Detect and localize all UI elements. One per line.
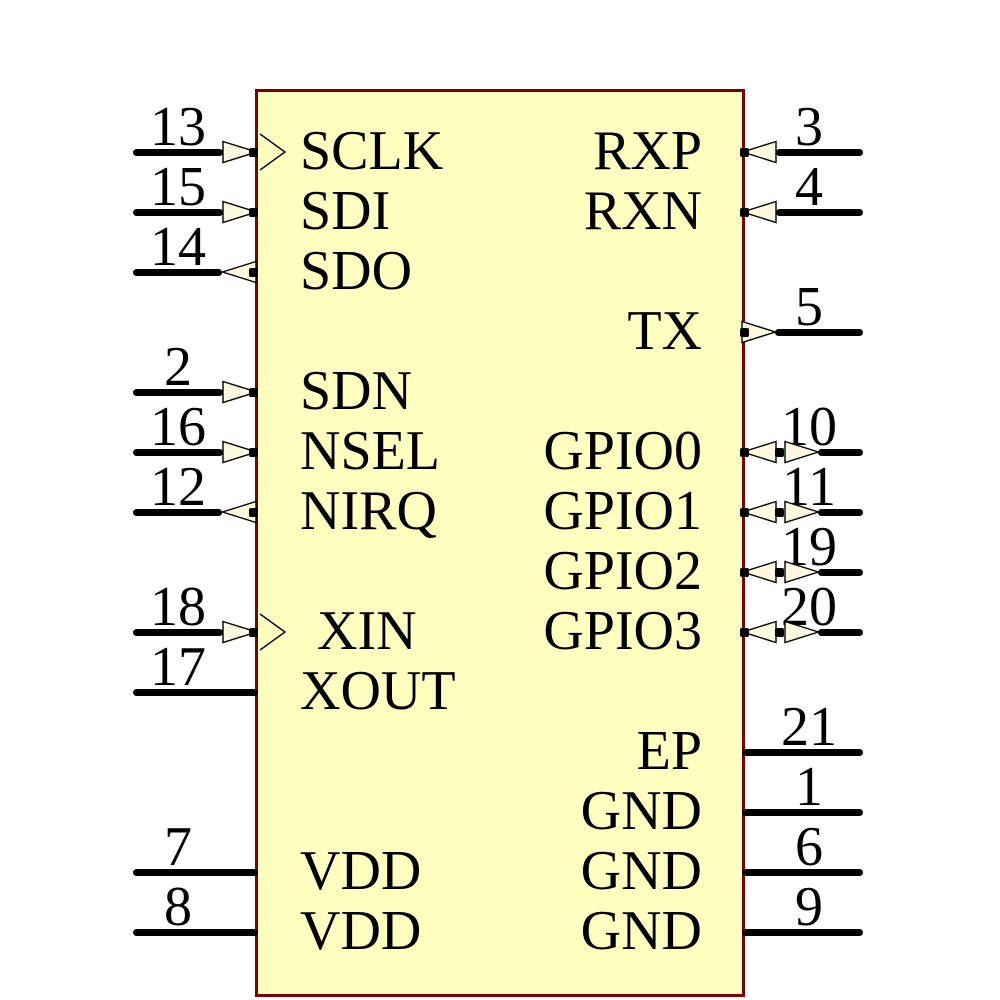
pin-number: 1: [795, 756, 823, 818]
input-arrow-icon: [222, 440, 258, 464]
pin-label: TX: [627, 300, 702, 362]
clock-chevron-icon: [259, 613, 287, 651]
bidir-arrow-right-icon: [784, 620, 820, 644]
pin-connection-dot: [775, 447, 784, 457]
input-arrow-icon: [222, 380, 258, 404]
pin-connection-dot: [775, 507, 784, 517]
pin-wire: [133, 148, 223, 156]
pin-wire: [742, 808, 863, 816]
pin-number: 2: [164, 336, 192, 398]
pin-connection-dot: [775, 627, 784, 637]
pin-label: VDD: [300, 840, 422, 902]
pin-label: NSEL: [300, 420, 440, 482]
pin-wire: [133, 208, 223, 216]
pin-wire: [133, 448, 223, 456]
pin-wire: [818, 508, 863, 516]
bidir-arrow-right-icon: [784, 440, 820, 464]
pin-number: 16: [150, 396, 206, 458]
pin-number: 8: [164, 876, 192, 938]
pin-wire: [133, 388, 223, 396]
pin-number: 13: [150, 96, 206, 158]
pin-connection-dot: [775, 567, 784, 577]
pin-label: NIRQ: [300, 480, 437, 542]
input-arrow-icon: [222, 140, 258, 164]
pin-number: 6: [795, 816, 823, 878]
pin-connection-dot: [740, 327, 749, 337]
pin-label: XIN: [317, 600, 417, 662]
pin-number: 9: [795, 876, 823, 938]
pin-label: GND: [580, 900, 702, 962]
pin-label: GPIO1: [543, 480, 702, 542]
pin-label: GND: [580, 840, 702, 902]
pin-number: 3: [795, 96, 823, 158]
pin-wire: [818, 448, 863, 456]
pin-connection-dot: [249, 627, 258, 637]
pin-number: 5: [795, 276, 823, 338]
pin-wire: [742, 748, 863, 756]
pin-label: SDO: [300, 240, 413, 302]
pin-connection-dot: [249, 267, 258, 277]
pin-label: EP: [636, 720, 702, 782]
pin-connection-dot: [740, 507, 749, 517]
pin-connection-dot: [740, 147, 749, 157]
pin-number: 15: [150, 156, 206, 218]
pin-label: RXP: [593, 120, 702, 182]
pin-wire: [776, 148, 863, 156]
pin-wire: [133, 688, 258, 696]
input-arrow-icon: [741, 140, 777, 164]
pin-connection-dot: [249, 507, 258, 517]
pin-connection-dot: [249, 147, 258, 157]
bidir-arrow-right-icon: [784, 560, 820, 584]
pin-label: GPIO2: [543, 540, 702, 602]
pin-wire: [133, 928, 258, 936]
pin-number: 18: [150, 576, 206, 638]
input-arrow-icon: [222, 200, 258, 224]
ic-symbol-body: [255, 89, 745, 997]
pin-number: 7: [164, 816, 192, 878]
pin-connection-dot: [249, 387, 258, 397]
pin-wire: [133, 268, 222, 276]
clock-chevron-icon: [259, 133, 287, 171]
pin-wire: [742, 868, 863, 876]
pin-number: 21: [781, 696, 837, 758]
pin-wire: [818, 568, 863, 576]
pin-number: 12: [150, 456, 206, 518]
input-arrow-icon: [222, 620, 258, 644]
pin-connection-dot: [740, 207, 749, 217]
pin-label: GPIO0: [543, 420, 702, 482]
bidir-arrow-right-icon: [784, 500, 820, 524]
pin-connection-dot: [249, 447, 258, 457]
pin-connection-dot: [740, 447, 749, 457]
pin-wire: [742, 928, 863, 936]
pin-connection-dot: [740, 627, 749, 637]
pin-connection-dot: [249, 207, 258, 217]
pin-label: GPIO3: [543, 600, 702, 662]
pin-label: SDI: [300, 180, 391, 242]
pin-label: RXN: [583, 180, 702, 242]
pin-connection-dot: [740, 567, 749, 577]
pin-wire: [133, 628, 223, 636]
pin-wire: [133, 868, 258, 876]
pin-wire: [818, 628, 863, 636]
pin-wire: [776, 208, 863, 216]
pin-label: VDD: [300, 900, 422, 962]
pin-label: SCLK: [300, 120, 444, 182]
pin-number: 14: [150, 216, 206, 278]
input-arrow-icon: [741, 200, 777, 224]
pin-label: SDN: [300, 360, 413, 422]
pin-wire: [133, 508, 222, 516]
pin-number: 4: [795, 156, 823, 218]
pin-wire: [775, 328, 863, 336]
pin-label: XOUT: [300, 660, 456, 722]
pin-number: 17: [150, 636, 206, 698]
pin-label: GND: [580, 780, 702, 842]
